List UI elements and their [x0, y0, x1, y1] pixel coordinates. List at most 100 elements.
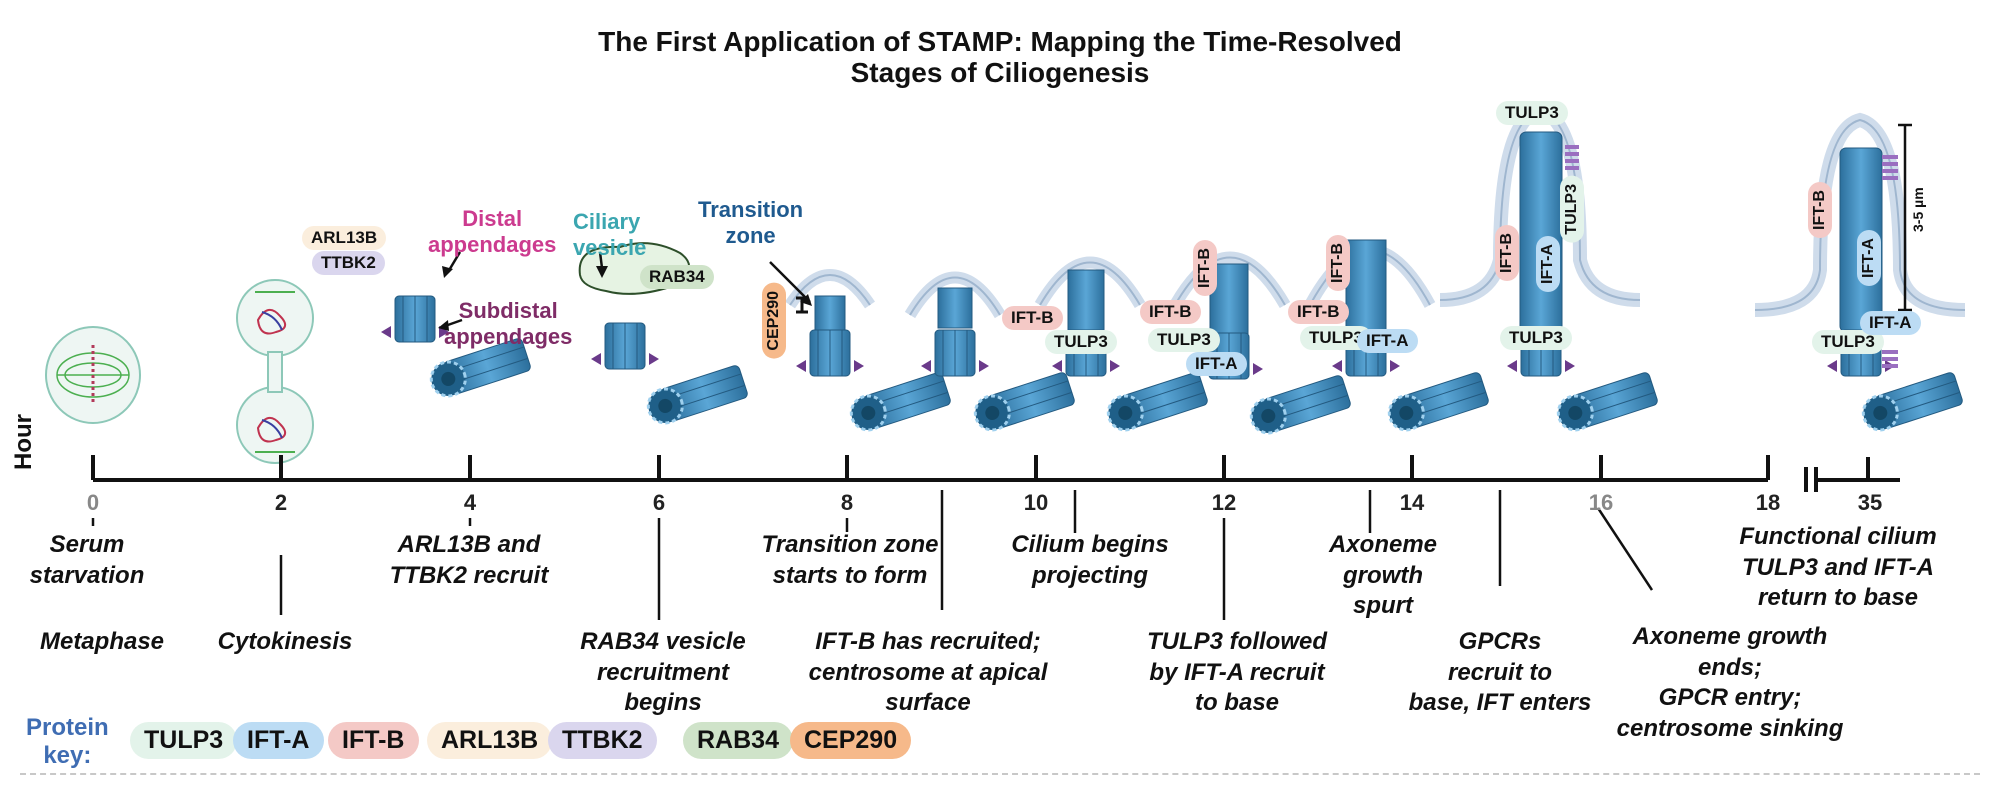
- tick-18: 18: [1755, 490, 1781, 515]
- stage-9-apical: [904, 271, 1078, 436]
- key-title-line-2: key:: [43, 741, 92, 769]
- subdistal-line-2: appendages: [444, 324, 573, 350]
- vesicle-line-1: Ciliary: [573, 209, 641, 234]
- key-cep290: CEP290: [790, 722, 912, 759]
- key-title-line-1: Protein: [26, 714, 109, 741]
- pill-iftb-12-vertical: IFT-B: [1193, 240, 1217, 296]
- pill-ttbk2: TTBK2: [312, 251, 385, 275]
- event-line: starts to form: [772, 561, 928, 589]
- event-iftb-recruited: IFT-B has recruited; centrosome at apica…: [809, 627, 1048, 719]
- event-serum-starvation: Serum starvation: [30, 530, 145, 591]
- distal-line-2: appendages: [428, 232, 557, 258]
- title-line-1: The First Application of STAMP: Mapping …: [598, 26, 1402, 57]
- length-label: 3-5 µm: [1910, 187, 1926, 232]
- vesicle-line-2: vesicle: [573, 235, 647, 261]
- pill-ifta-16: IFT-A: [1536, 236, 1560, 292]
- event-line: Functional cilium: [1739, 523, 1937, 550]
- pill-iftb-14-vertical: IFT-B: [1326, 235, 1350, 291]
- event-cytokinesis: Cytokinesis: [218, 627, 353, 658]
- event-line: centrosome sinking: [1616, 715, 1844, 743]
- event-line: GPCRs: [1458, 628, 1542, 655]
- distal-line-1: Distal: [462, 206, 523, 231]
- pill-iftb-16: IFT-B: [1495, 225, 1519, 281]
- event-line: starvation: [29, 561, 145, 589]
- hour-axis-label: Hour: [10, 414, 37, 470]
- stage-10-projecting: [1034, 256, 1211, 436]
- tick-0: 0: [86, 490, 100, 515]
- tick-10: 10: [1023, 490, 1049, 515]
- metaphase-cell: [45, 326, 141, 424]
- key-tulp3: TULP3: [130, 722, 238, 759]
- event-gpcrs: GPCRs recruit to base, IFT enters: [1409, 627, 1592, 719]
- callout-lines: [91, 490, 1654, 620]
- event-line: return to base: [1757, 584, 1919, 612]
- key-ifta: IFT-A: [233, 722, 324, 759]
- figure-title: The First Application of STAMP: Mapping …: [0, 26, 2000, 89]
- pill-cep290: CEP290: [762, 283, 786, 359]
- key-iftb: IFT-B: [328, 722, 419, 759]
- tz-line-1: Transition: [698, 197, 804, 222]
- ciliary-vesicle-label: Ciliary vesicle: [573, 209, 646, 262]
- event-line: Axoneme: [1328, 531, 1438, 558]
- pill-iftb-12: IFT-B: [1140, 300, 1201, 324]
- pill-ifta-14: IFT-A: [1357, 329, 1418, 353]
- key-ttbk2: TTBK2: [548, 722, 657, 759]
- stage-8-transition-zone: [785, 269, 954, 436]
- event-line: Axoneme growth: [1632, 623, 1828, 650]
- key-arl13b: ARL13B: [427, 722, 553, 759]
- pill-ifta-12: IFT-A: [1186, 352, 1247, 376]
- event-transition-zone: Transition zone starts to form: [762, 530, 939, 591]
- event-line: begins: [624, 689, 702, 717]
- subdistal-line-1: Subdistal: [458, 298, 558, 323]
- event-line: TTBK2 recruit: [389, 561, 549, 589]
- pill-tulp3-12: TULP3: [1148, 328, 1220, 352]
- event-line: Transition zone: [761, 531, 939, 558]
- pill-ifta-35: IFT-A: [1860, 311, 1921, 335]
- transition-zone-label: Transition zone: [698, 197, 803, 250]
- event-axoneme-spurt: Axoneme growth spurt: [1329, 530, 1437, 622]
- pill-rab34: RAB34: [640, 265, 714, 289]
- key-rab34: RAB34: [683, 722, 793, 759]
- time-axis: [91, 455, 1900, 492]
- tick-14: 14: [1399, 490, 1425, 515]
- event-cilium-projecting: Cilium begins projecting: [1011, 530, 1168, 591]
- event-metaphase: Metaphase: [40, 627, 164, 658]
- event-line: centrosome at apical: [808, 658, 1048, 686]
- event-line: ARL13B and: [397, 531, 541, 558]
- event-line: spurt: [1352, 592, 1413, 620]
- event-line: projecting: [1031, 561, 1149, 589]
- tick-35: 35: [1857, 490, 1883, 515]
- cytokinesis-cells: [236, 279, 314, 464]
- pill-iftb-35: IFT-B: [1808, 182, 1832, 238]
- tick-4: 4: [463, 490, 477, 515]
- tz-line-2: zone: [725, 223, 776, 249]
- event-arl13b-ttbk2: ARL13B and TTBK2 recruit: [390, 530, 549, 591]
- pill-iftb-14: IFT-B: [1288, 300, 1349, 324]
- distal-appendages-label: Distal appendages: [428, 206, 556, 259]
- event-rab34: RAB34 vesicle recruitment begins: [580, 627, 745, 719]
- event-line: to base: [1194, 689, 1280, 717]
- pill-tulp3-16-tip: TULP3: [1496, 101, 1568, 125]
- event-line: Metaphase: [39, 628, 165, 655]
- pill-tulp3-16-vertical: TULP3: [1560, 176, 1584, 243]
- event-tulp3-ifta: TULP3 followed by IFT-A recruit to base: [1147, 627, 1327, 719]
- event-line: base, IFT enters: [1408, 689, 1592, 717]
- pill-ifta-35-vertical: IFT-A: [1857, 230, 1881, 286]
- event-line: recruitment: [596, 658, 730, 686]
- tick-6: 6: [652, 490, 666, 515]
- event-line: growth: [1343, 561, 1423, 589]
- pill-iftb-10: IFT-B: [1002, 306, 1063, 330]
- event-line: Cilium begins: [1011, 531, 1169, 558]
- event-line: ends;: [1697, 653, 1763, 681]
- event-line: surface: [885, 689, 971, 717]
- tick-2: 2: [274, 490, 288, 515]
- tick-12: 12: [1211, 490, 1237, 515]
- event-line: by IFT-A recruit: [1149, 658, 1325, 686]
- title-line-2: Stages of Ciliogenesis: [850, 57, 1150, 89]
- event-axoneme-ends: Axoneme growth ends; GPCR entry; centros…: [1617, 622, 1844, 745]
- pill-arl13b: ARL13B: [302, 226, 387, 250]
- pill-tulp3-16-base: TULP3: [1500, 326, 1572, 350]
- protein-key-title: Protein key:: [26, 714, 109, 769]
- event-line: recruit to: [1447, 658, 1553, 686]
